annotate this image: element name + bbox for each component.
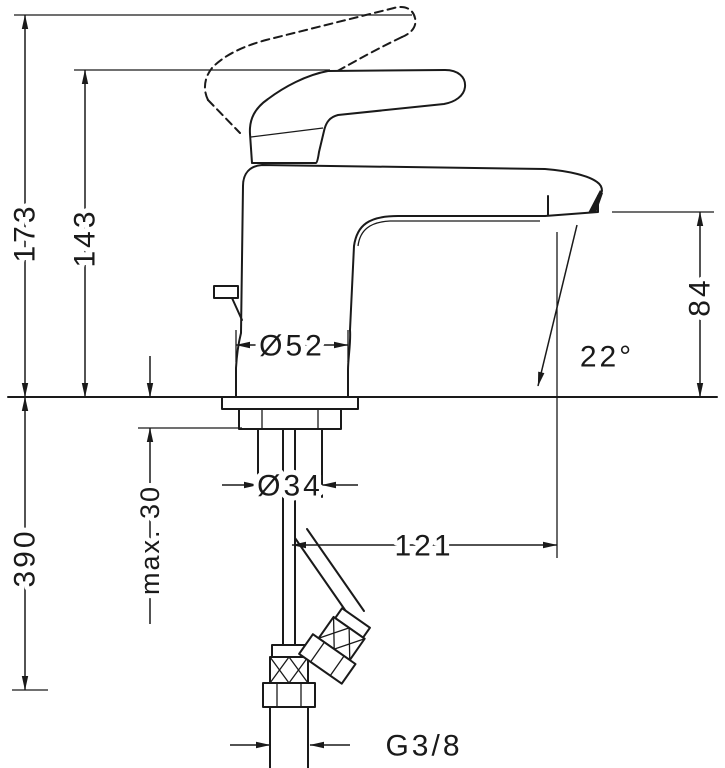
popup-rod-knob — [213, 285, 239, 299]
dimension-label-22deg: 22° — [580, 341, 634, 374]
dimension-height-body: 143 — [64, 69, 330, 398]
dimension-label-g38: G3/8 — [385, 730, 462, 763]
dimension-label-dia34: Ø34 — [257, 470, 323, 503]
supply-hose-angled — [294, 537, 353, 621]
dimension-height-total: 173 — [4, 14, 412, 398]
handle-lever-dashed — [203, 6, 417, 101]
base-flange — [221, 396, 359, 410]
dimension-label-84: 84 — [684, 277, 717, 316]
connector-hex-nut — [262, 682, 316, 708]
spray-angle-line — [537, 224, 578, 387]
spout-inner-line — [357, 220, 540, 247]
mounting-nut — [238, 408, 342, 430]
dimension-spray-angle: 22° — [537, 224, 636, 387]
hose-connector-angled — [298, 607, 371, 685]
handle-cap-seam — [250, 127, 324, 138]
connector-knurl-band — [269, 656, 309, 684]
dimension-below-depth: 390 — [4, 396, 48, 691]
knurl-pattern — [269, 656, 309, 684]
hex-nut-facet — [310, 641, 325, 663]
dimension-label-390: 390 — [9, 528, 42, 587]
knurl-pattern — [318, 616, 365, 661]
popup-rod — [231, 297, 243, 321]
dimension-connection-thread: G3/8 — [230, 725, 465, 768]
handle-lever-dashed-cap-edge — [207, 99, 241, 134]
dimension-shank-diameter: Ø34 — [222, 465, 358, 508]
connector-hex-nut — [298, 633, 357, 685]
dimension-max-mounting: max. 30 — [130, 356, 242, 624]
faucet-body — [235, 164, 603, 398]
dimension-label-max30: max. 30 — [135, 485, 165, 595]
dimension-label-121: 121 — [394, 530, 453, 563]
supply-hose-angled — [306, 528, 365, 612]
dimension-label-dia52: Ø52 — [259, 330, 325, 363]
dimension-label-143: 143 — [69, 208, 102, 267]
dimension-base-diameter: Ø52 — [235, 325, 349, 368]
dimension-label-173: 173 — [9, 203, 42, 262]
aerator-outlet — [588, 190, 603, 213]
faucet-outline — [7, 6, 718, 768]
dimension-spout-height: 84 — [612, 211, 722, 398]
hose-connector-straight — [262, 644, 316, 768]
handle-lever — [248, 69, 467, 164]
hex-nut-facet — [329, 655, 345, 677]
dimension-reach: 121 — [291, 232, 558, 568]
